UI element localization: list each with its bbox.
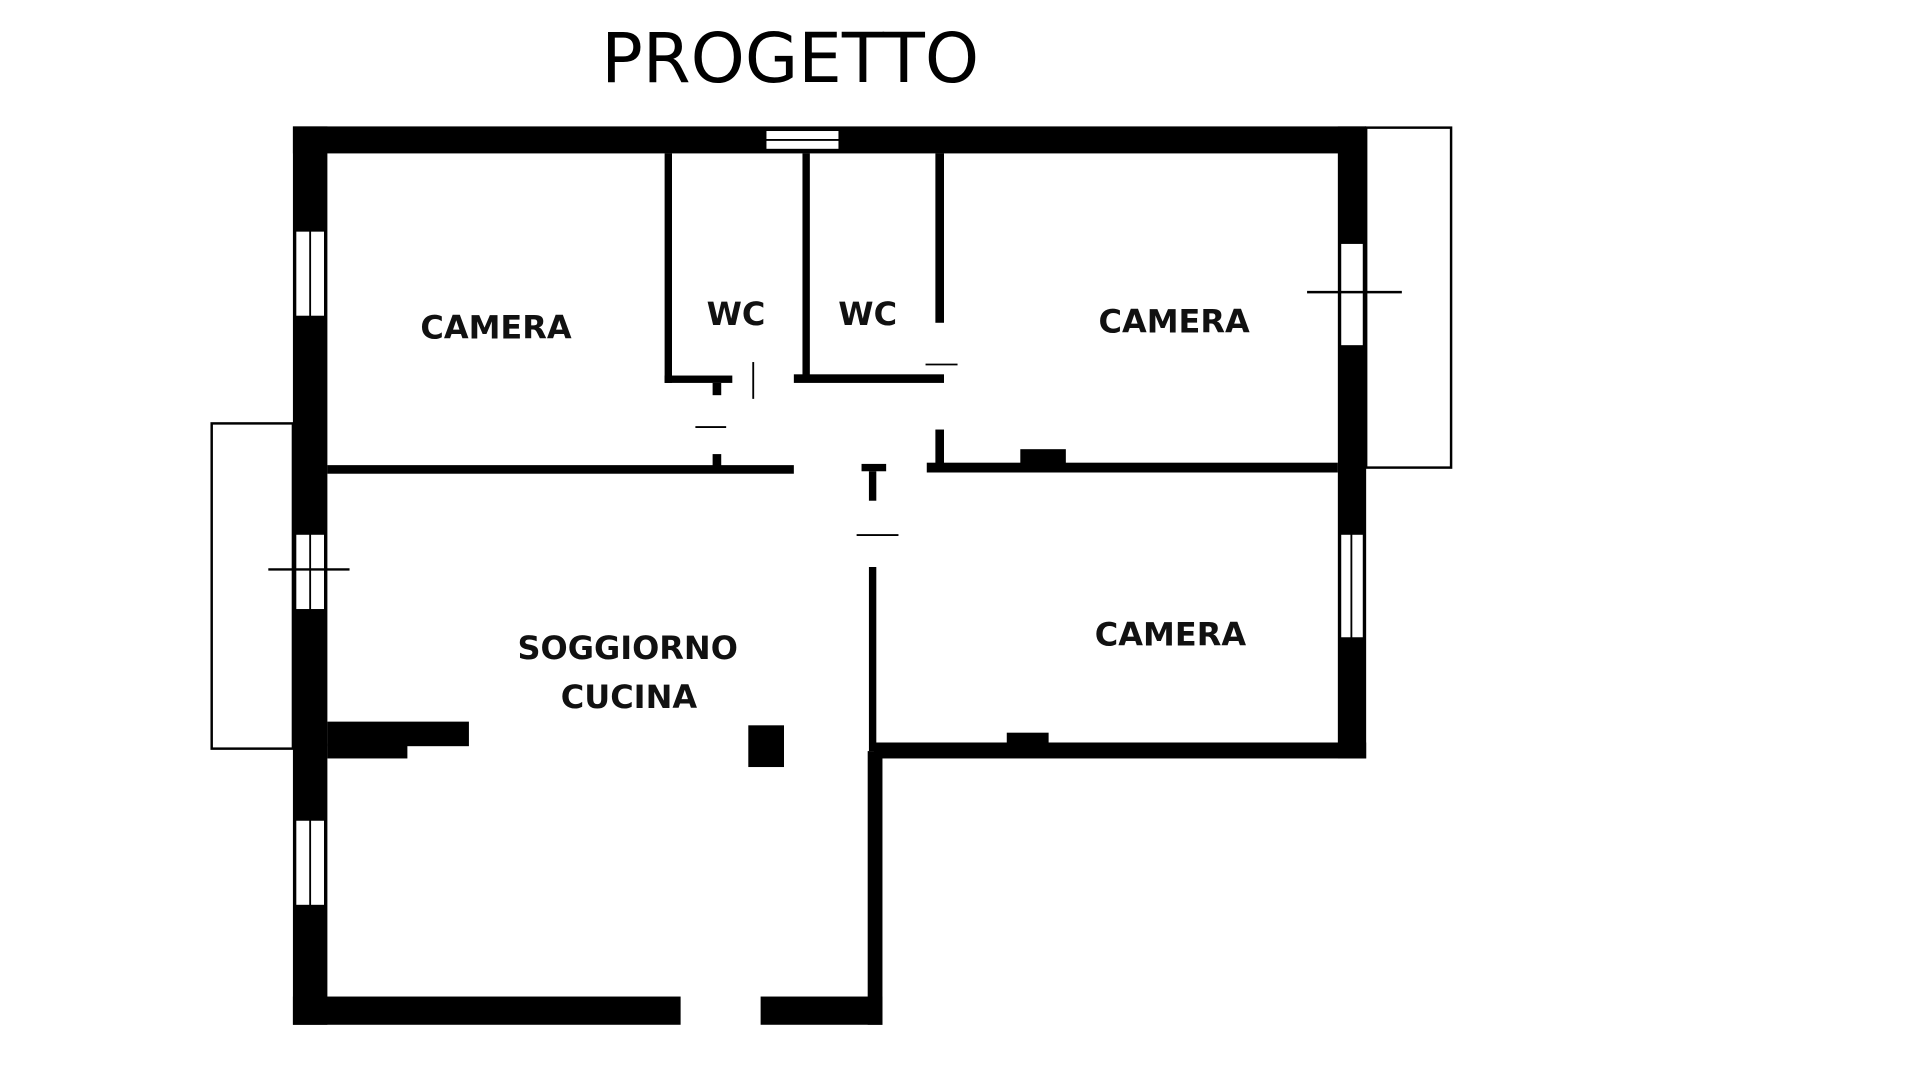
outer-walls — [292, 126, 1367, 1025]
interior-walls — [327, 153, 1338, 768]
room-label-camera-top-left: CAMERA — [420, 309, 572, 347]
windows — [268, 129, 1402, 907]
plan-title: PROGETTO — [601, 19, 979, 99]
room-label-cucina: CUCINA — [561, 678, 698, 716]
balcony-left — [210, 422, 295, 750]
room-label-wc-right: WC — [838, 295, 897, 333]
room-label-wc-left: WC — [707, 295, 766, 333]
door-marks — [695, 362, 958, 537]
room-label-soggiorno: SOGGIORNO — [517, 629, 737, 667]
balconies — [210, 126, 1453, 750]
balcony-right — [1364, 126, 1453, 469]
room-label-camera-bottom-right: CAMERA — [1095, 616, 1247, 654]
window-right-1 — [1339, 242, 1365, 348]
room-label-camera-top-right: CAMERA — [1099, 303, 1251, 341]
